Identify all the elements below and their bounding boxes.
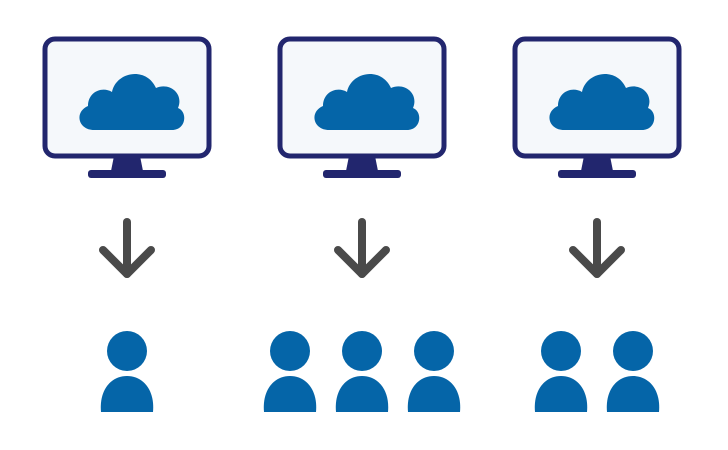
user-icon (406, 330, 462, 414)
cloud-shape (314, 74, 420, 130)
user-icon (99, 330, 155, 414)
monitor-with-cloud-icon (277, 36, 447, 180)
user-icon (533, 330, 589, 414)
arrow-down-icon (567, 218, 627, 284)
column-deployment-3 (477, 0, 717, 450)
column-deployment-1 (7, 0, 247, 450)
cloud-shape (79, 74, 185, 130)
cloud-shape (549, 74, 655, 130)
arrow-down-icon (332, 218, 392, 284)
user-icon (334, 330, 390, 414)
user-icon (605, 330, 661, 414)
column-deployment-2 (242, 0, 482, 450)
user-group (242, 330, 482, 414)
monitor-with-cloud-icon (512, 36, 682, 180)
user-group (477, 330, 717, 414)
monitor-with-cloud-icon (42, 36, 212, 180)
user-icon (262, 330, 318, 414)
user-group (7, 330, 247, 414)
arrow-down-icon (97, 218, 157, 284)
